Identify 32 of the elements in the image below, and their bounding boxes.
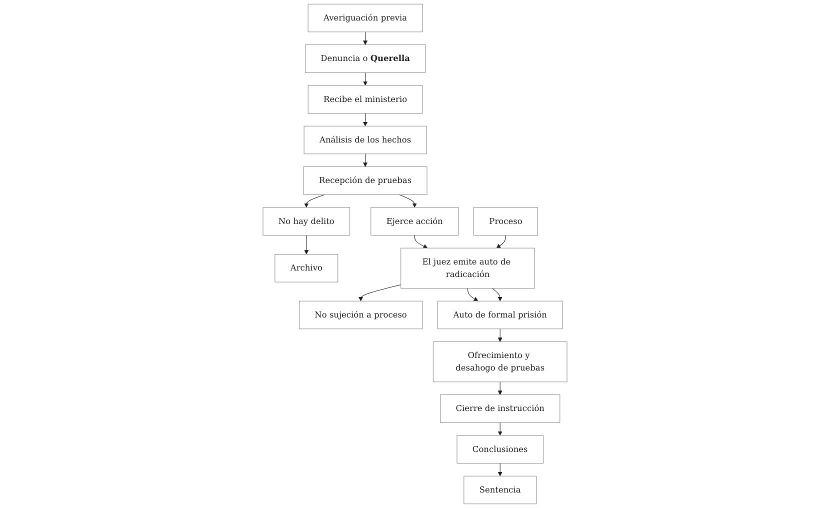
node-box: No hay delito: [262, 207, 350, 236]
arrow: [363, 72, 368, 86]
arrow: [398, 194, 417, 208]
arrow: [498, 382, 502, 395]
arrow: [363, 112, 368, 126]
node-box: El juez emite auto de radicación: [400, 248, 535, 288]
arrow: [363, 32, 368, 45]
arrow: [498, 422, 502, 436]
arrow: [304, 234, 309, 254]
node-box: Recibe el ministerio: [308, 85, 423, 114]
arrow: [498, 328, 502, 342]
node-box: Análisis de los hechos: [304, 126, 427, 154]
node-box: Proceso: [473, 207, 538, 236]
arrow: [498, 462, 502, 476]
node-box: Cierre de instrucción: [440, 394, 560, 423]
node-box: Sentencia: [464, 476, 537, 504]
node-box: Averiguación previa: [308, 4, 423, 32]
node-box: Ofrecimiento y desahogo de pruebas: [432, 342, 568, 382]
arrow: [304, 194, 326, 208]
node-box: Ejerce acción: [370, 207, 459, 236]
arrow: [363, 154, 368, 167]
node-box: Conclusiones: [456, 435, 544, 464]
arrow: [492, 288, 502, 302]
node-box: Archivo: [274, 254, 338, 282]
node-box: No sujeción a proceso: [298, 300, 423, 330]
node-box: Auto de formal prisión: [438, 300, 563, 330]
arrow: [468, 288, 478, 302]
arrow: [358, 284, 402, 302]
node-box: Denuncia o Querella: [304, 44, 426, 73]
node-box: Recepción de pruebas: [303, 166, 428, 195]
arrow: [496, 234, 506, 248]
arrow: [414, 234, 428, 248]
